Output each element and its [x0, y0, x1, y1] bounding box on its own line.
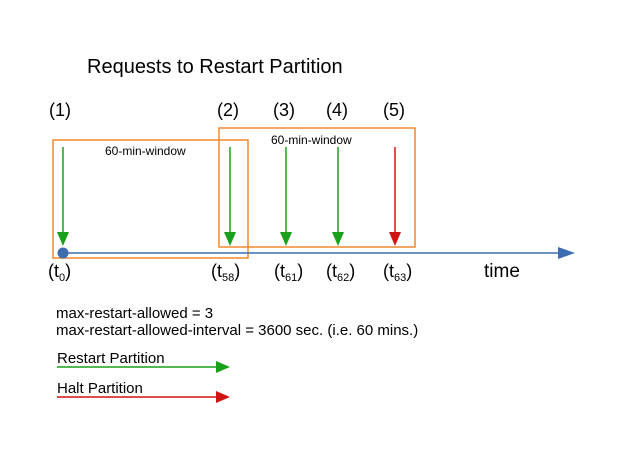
request-arrow-4 [332, 147, 344, 246]
legend-arrow-halt [57, 391, 230, 403]
legend-label-halt: Halt Partition [57, 380, 143, 397]
origin-marker [57, 247, 69, 259]
legend-arrow-restart [57, 361, 230, 373]
request-arrow-1 [57, 147, 69, 246]
window-label-2: 60-min-window [271, 133, 352, 147]
request-arrow-3 [280, 147, 292, 246]
config-max-restart-allowed: max-restart-allowed = 3 [56, 305, 213, 322]
time-axis-label: time [484, 261, 520, 282]
diagram-title: Requests to Restart Partition [87, 56, 343, 78]
time-label-63: (t63) [383, 261, 412, 284]
request-seq-5: (5) [383, 100, 405, 120]
window-box-1 [52, 139, 249, 259]
request-seq-3: (3) [273, 100, 295, 120]
time-axis-arrowhead [558, 247, 575, 259]
time-label-58: (t58) [211, 261, 240, 284]
time-label-62: (t62) [326, 261, 355, 284]
config-max-restart-interval: max-restart-allowed-interval = 3600 sec.… [56, 322, 418, 339]
request-seq-1: (1) [49, 100, 71, 120]
request-arrow-5-halt [389, 147, 401, 246]
time-label-0: (t0) [48, 261, 71, 284]
time-label-61: (t61) [274, 261, 303, 284]
legend-label-restart: Restart Partition [57, 350, 165, 367]
window-label-1: 60-min-window [105, 144, 186, 158]
request-seq-4: (4) [326, 100, 348, 120]
request-arrow-2 [224, 147, 236, 246]
request-seq-2: (2) [217, 100, 239, 120]
window-box-2 [218, 127, 416, 248]
